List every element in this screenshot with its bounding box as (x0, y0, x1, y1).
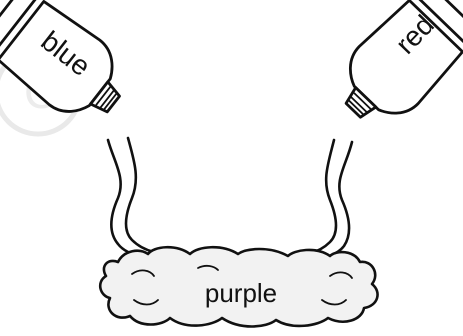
right-paint-stream-inner (308, 140, 336, 254)
paint-blob: purple (100, 247, 377, 326)
right-paint-tube: red (308, 0, 463, 260)
right-paint-stream (314, 142, 352, 260)
right-tube-group: red (312, 0, 463, 144)
paint-blob-label: purple (205, 278, 277, 308)
left-paint-stream (108, 140, 148, 258)
left-tube-group: blue (0, 0, 150, 140)
left-paint-stream-inner (126, 138, 154, 252)
